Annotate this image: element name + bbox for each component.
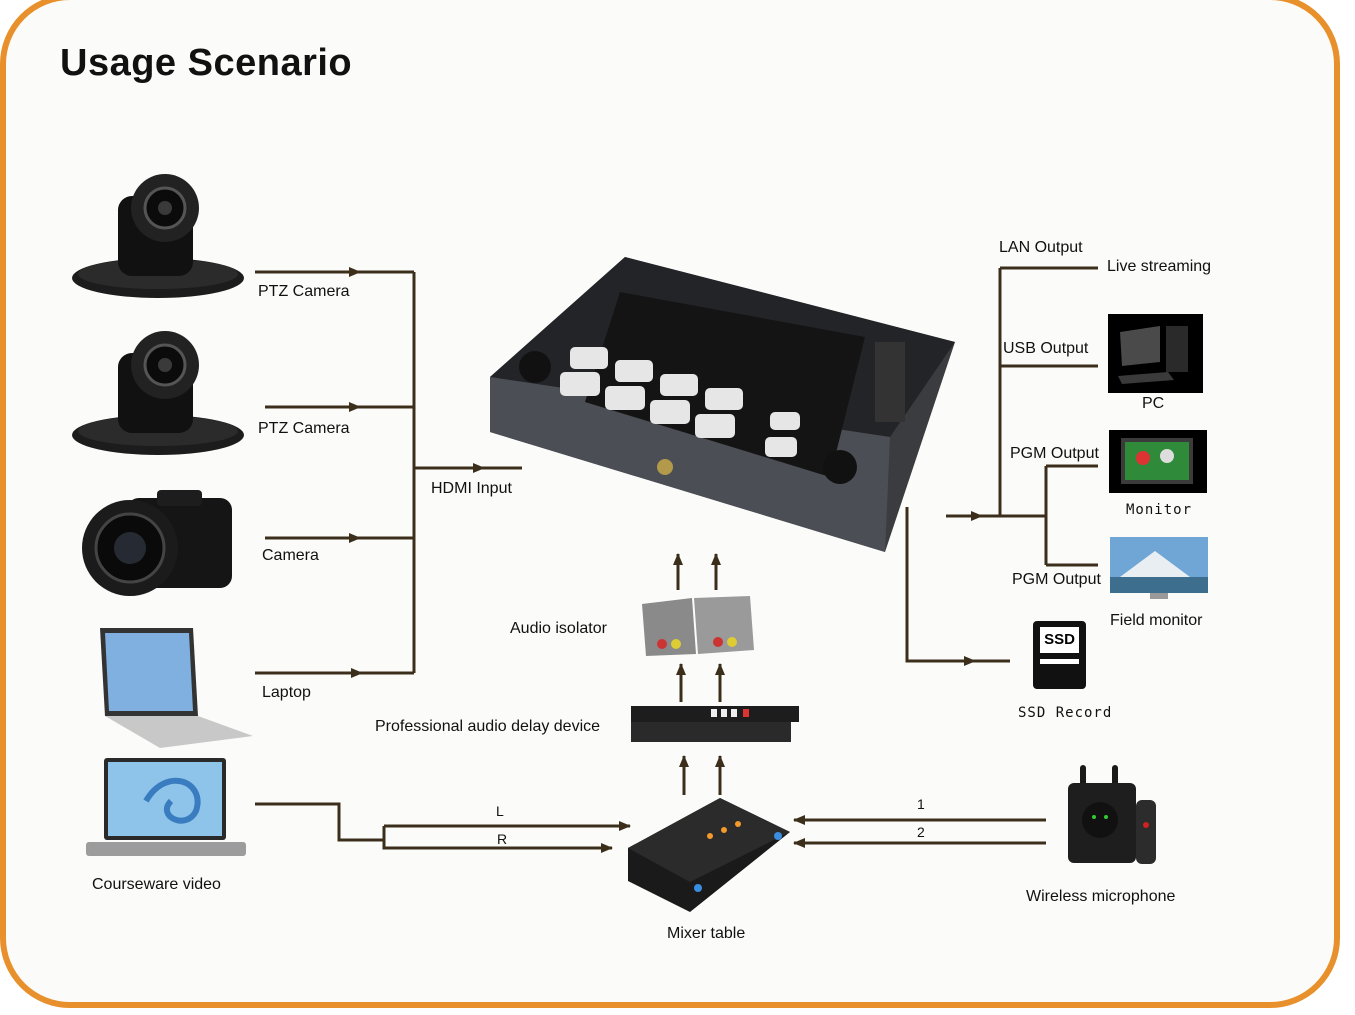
channel-r-label: R [497, 831, 508, 847]
hdmi-input-label: HDMI Input [431, 480, 512, 497]
laptop-label: Laptop [262, 684, 311, 701]
field-monitor-label: Field monitor [1110, 612, 1203, 629]
ssd-icon: SSD [1033, 621, 1086, 689]
audio-isolator-label: Audio isolator [510, 620, 607, 637]
camera-label: Camera [262, 547, 319, 564]
monitor-icon [1109, 430, 1207, 493]
ssd-badge: SSD [1040, 627, 1079, 653]
mixer-table-icon [628, 798, 790, 912]
ptz-camera-label-1: PTZ Camera [258, 283, 350, 300]
mic-channel-2-label: 2 [917, 824, 925, 840]
ptz-camera-label-2: PTZ Camera [258, 420, 350, 437]
ssd-record-label: SSD Record [1018, 705, 1113, 721]
pc-icon [1108, 314, 1203, 393]
mixer-table-label: Mixer table [667, 925, 746, 942]
pgm-output-label-2: PGM Output [1012, 571, 1101, 588]
audio-delay-device-icon [631, 706, 799, 742]
mic-channel-1-label: 1 [917, 796, 925, 812]
ptz-camera-icon [72, 331, 244, 455]
field-monitor-icon [1110, 537, 1208, 599]
wireless-microphone-icon [1068, 765, 1156, 864]
monitor-label: Monitor [1126, 502, 1193, 518]
video-switcher-device [490, 257, 955, 552]
channel-l-label: L [496, 803, 504, 819]
laptop-icon [100, 628, 253, 748]
usb-output-label: USB Output [1003, 340, 1089, 357]
pc-label: PC [1142, 395, 1165, 412]
pgm-output-label-1: PGM Output [1010, 445, 1099, 462]
dslr-camera-icon [82, 490, 232, 596]
courseware-video-label: Courseware video [92, 876, 221, 893]
courseware-laptop-icon [86, 758, 246, 856]
wire-courseware [255, 802, 386, 842]
wireless-microphone-label: Wireless microphone [1026, 888, 1176, 905]
ptz-camera-icon [72, 174, 244, 298]
audio-delay-label: Professional audio delay device [375, 718, 601, 735]
page-title: Usage Scenario [60, 42, 353, 84]
lan-output-label: LAN Output [999, 239, 1083, 256]
audio-isolator-icon [642, 596, 754, 656]
live-streaming-label: Live streaming [1107, 258, 1212, 275]
